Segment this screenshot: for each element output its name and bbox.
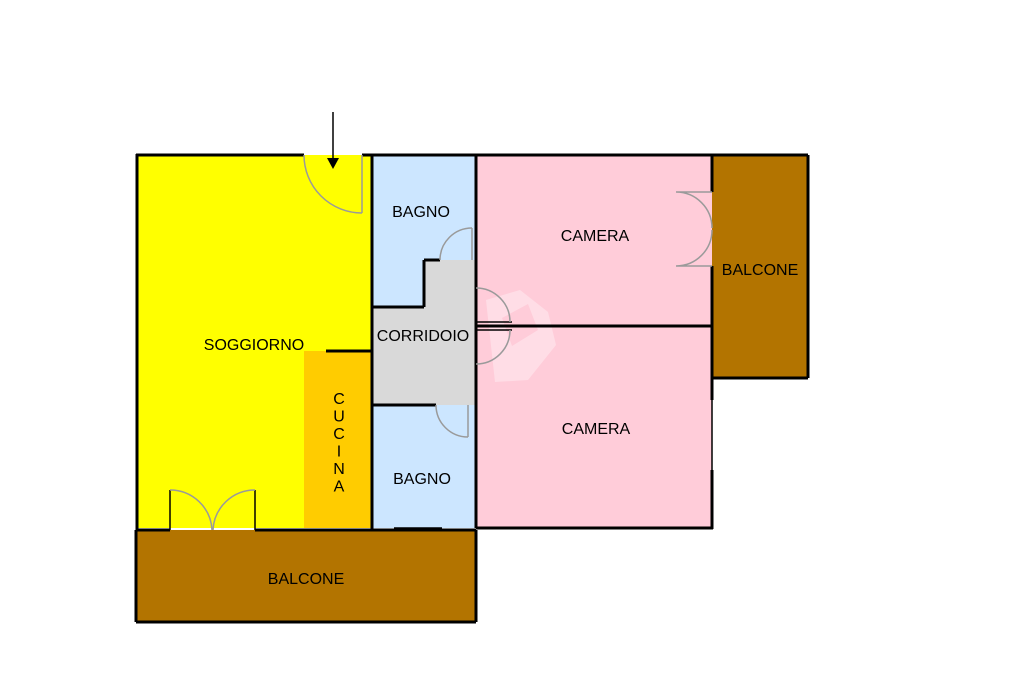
camera-bottom-area bbox=[476, 326, 712, 528]
camera-top-area bbox=[476, 155, 712, 326]
bagno-bottom-area bbox=[372, 405, 476, 528]
walls bbox=[134, 153, 810, 624]
cucina-letter: U bbox=[333, 409, 345, 426]
room-label-corridoio: CORRIDOIO bbox=[377, 328, 469, 345]
balcone-bottom-area bbox=[136, 530, 476, 622]
room-label-bagno-bottom: BAGNO bbox=[393, 471, 451, 488]
room-label-bagno-top: BAGNO bbox=[392, 204, 450, 221]
cucina-letter: I bbox=[337, 444, 341, 461]
room-label-camera-top: CAMERA bbox=[561, 228, 630, 245]
cucina-letter: C bbox=[333, 426, 345, 443]
room-label-soggiorno: SOGGIORNO bbox=[204, 337, 304, 354]
entrance-arrow-icon bbox=[327, 112, 339, 169]
cucina-letter: A bbox=[334, 479, 345, 496]
cucina-letter: N bbox=[333, 461, 345, 478]
room-label-camera-bottom: CAMERA bbox=[562, 421, 631, 438]
cucina-area bbox=[304, 351, 372, 528]
corridoio-area bbox=[372, 260, 476, 405]
doors bbox=[169, 154, 713, 531]
room-label-balcone-bottom: BALCONE bbox=[268, 571, 344, 588]
cucina-letter: C bbox=[333, 391, 345, 408]
balcone-right-area bbox=[712, 155, 808, 378]
room-label-balcone-right: BALCONE bbox=[722, 262, 798, 279]
